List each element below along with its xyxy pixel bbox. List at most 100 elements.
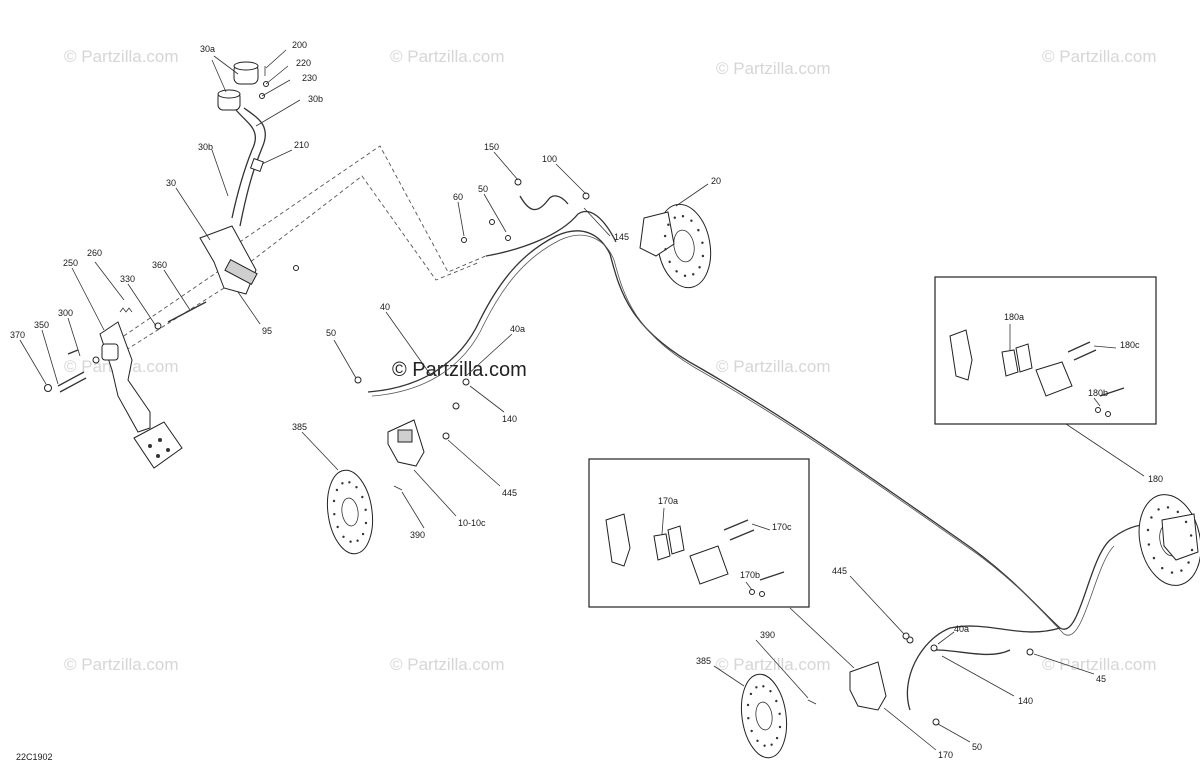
rear-link-line [935, 649, 1011, 656]
callout-40a-bottom: 40a [954, 624, 969, 634]
bracket-line [519, 195, 569, 211]
callout-170b: 170b [740, 570, 760, 580]
bolt [452, 402, 460, 410]
caliper-bracket [949, 329, 973, 381]
callout-300: 300 [58, 308, 73, 318]
rotor-hole [1161, 566, 1164, 570]
callout-445-bottom: 445 [832, 566, 847, 576]
caliper-body [1035, 361, 1073, 397]
rotor-hole [690, 219, 693, 222]
rotor-hole [332, 499, 336, 503]
leader [1065, 423, 1145, 477]
main-brake-line [367, 230, 1171, 630]
callout-10-10c: 10-10c [458, 518, 486, 528]
leader [265, 49, 287, 69]
rotor-holes [746, 685, 782, 747]
reservoir-hose [231, 109, 257, 219]
callout-145: 145 [614, 232, 629, 242]
reference-dashed-lines [117, 145, 489, 351]
front-right-brake [639, 203, 712, 289]
inset-box [588, 458, 810, 608]
rotor-hole [1187, 561, 1190, 564]
callout-40: 40 [380, 302, 390, 312]
rotor-hole [1184, 520, 1188, 524]
callout-180c: 180c [1120, 340, 1140, 350]
rotor-hole [763, 744, 766, 747]
watermark: © Partzilla.com [1042, 47, 1157, 66]
watermark: © Partzilla.com [64, 655, 179, 674]
callout-20: 20 [711, 176, 721, 186]
rotor-hole [333, 513, 336, 516]
callout-260: 260 [87, 248, 102, 258]
reservoir-hose [239, 107, 267, 227]
rotor-hole [778, 712, 781, 715]
callout-445-mid: 445 [502, 488, 517, 498]
rotor-hole [698, 266, 701, 269]
leader [163, 269, 191, 311]
leader [333, 339, 357, 379]
front-left-brake [326, 402, 460, 555]
leader [937, 723, 971, 743]
rotor-hole [750, 729, 753, 733]
rotor-hole [746, 703, 750, 707]
watermark: © Partzilla.com [390, 655, 505, 674]
pivot-shaft [59, 377, 87, 393]
disc-hub [755, 701, 773, 731]
rotor-hole [747, 717, 750, 720]
brake-pad [1015, 343, 1033, 373]
rear-left-brake [740, 632, 940, 759]
leader-lines [19, 49, 1145, 751]
fitting [906, 636, 914, 644]
callout-30b-top: 30b [308, 94, 323, 104]
watermark-center: © Partzilla.com [392, 359, 527, 381]
rotor-hole [355, 486, 358, 489]
clamp [249, 157, 265, 173]
rotor-hole [1146, 528, 1150, 532]
callout-140-mid: 140 [502, 414, 517, 424]
leader [583, 207, 611, 237]
rotor-hole [1157, 508, 1160, 511]
rear-left-line [906, 625, 1061, 711]
leader [661, 507, 665, 535]
callout-150: 150 [484, 142, 499, 152]
leader [127, 283, 157, 327]
callout-100: 100 [542, 154, 557, 164]
reference-line [239, 175, 481, 281]
fitting [1026, 648, 1034, 656]
callout-50-mid: 50 [326, 328, 336, 338]
fitting [354, 376, 362, 384]
bolt [293, 265, 299, 271]
rotor-hole [775, 699, 778, 703]
disc-hub [341, 497, 359, 527]
leader [483, 193, 507, 233]
leader [255, 99, 301, 127]
rotor-hole [756, 739, 759, 742]
disc-screw [807, 699, 817, 705]
brake-caliper [387, 419, 425, 467]
leader [41, 329, 59, 385]
master-cylinder-assembly [199, 61, 299, 295]
rotor-hole [1176, 510, 1179, 514]
master-cylinder-piston [224, 258, 258, 286]
rear-right-brake [1138, 494, 1200, 586]
leader [19, 339, 47, 385]
fitting [582, 192, 590, 200]
fitting [514, 178, 522, 186]
bolt [902, 632, 910, 640]
leader [175, 187, 211, 241]
watermark: © Partzilla.com [1042, 655, 1157, 674]
rotor-hole [664, 248, 667, 251]
leader [789, 607, 855, 669]
rotor-holes [1146, 506, 1194, 574]
pedal-arm [99, 321, 151, 433]
pushrod [167, 301, 207, 323]
rotor-hole [1147, 543, 1151, 546]
disc-hub [673, 229, 695, 263]
rotor-hole [667, 223, 670, 226]
pin [67, 349, 79, 355]
leader [1093, 345, 1117, 349]
leader [261, 79, 291, 97]
caliper-body [689, 545, 729, 585]
rotor-hole [361, 532, 365, 536]
